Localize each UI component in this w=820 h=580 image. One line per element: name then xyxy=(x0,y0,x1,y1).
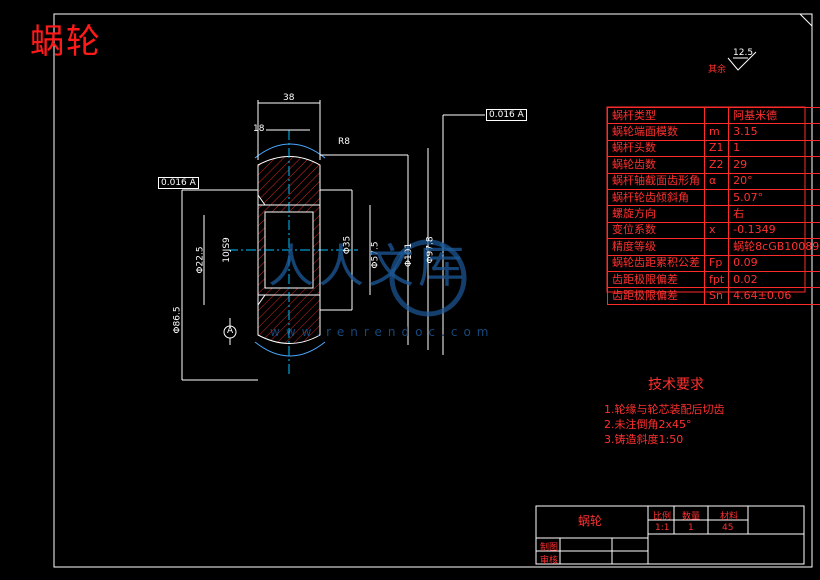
parameter-name: 螺旋方向 xyxy=(607,205,705,223)
parameter-name: 精度等级 xyxy=(607,238,705,256)
roughness-label: 其余 xyxy=(708,65,727,75)
parameter-name: 蜗轮齿距累积公差 xyxy=(607,254,705,272)
parameter-symbol xyxy=(703,106,730,125)
parameter-symbol xyxy=(703,188,730,207)
parameter-value: 右 xyxy=(728,205,820,223)
parameter-name: 蜗杆头数 xyxy=(607,139,705,158)
parameter-symbol: Sn xyxy=(703,287,730,305)
tb-row-draw: 制图 xyxy=(540,543,559,553)
parameter-value: 0.09 xyxy=(728,254,820,272)
parameter-name: 蜗杆轮齿倾斜角 xyxy=(607,188,705,207)
tb-value-scale: 1:1 xyxy=(655,523,670,533)
parameter-value: 5.07° xyxy=(728,188,820,207)
parameter-name: 蜗杆类型 xyxy=(607,106,705,125)
parameter-row: 蜗杆类型 阿基米德 xyxy=(607,106,820,125)
parameter-symbol: m xyxy=(703,123,730,141)
dim-base-dia: Φ86.5 xyxy=(172,306,183,334)
tech-req-item-1: 1.轮缘与轮芯装配后切齿 xyxy=(604,403,725,416)
parameter-symbol: Z2 xyxy=(703,156,730,174)
parameter-symbol xyxy=(703,205,730,223)
parameter-symbol xyxy=(703,238,730,256)
dim-left-dia: Φ22.5 xyxy=(195,246,206,274)
corner-mark xyxy=(799,13,813,27)
parameter-symbol: Z1 xyxy=(703,139,730,158)
watermark-url: www.renrendoc.com xyxy=(270,325,495,339)
parameter-name: 蜗杆轴截面齿形角 xyxy=(607,172,705,190)
tb-header-material: 材料 xyxy=(720,512,739,522)
parameter-row: 螺旋方向 右 xyxy=(607,205,820,223)
parameter-name: 齿距极限偏差 xyxy=(607,287,705,305)
parameter-value: -0.1349 xyxy=(728,221,820,240)
tech-req-item-3: 3.铸造斜度1:50 xyxy=(604,433,684,446)
parameter-value: 阿基米德 xyxy=(728,106,820,125)
tolerance-frame: 0.016 A xyxy=(158,177,199,189)
parameter-value: 29 xyxy=(728,156,820,174)
watermark-text: 人人文库 xyxy=(268,239,468,293)
runout-frame: 0.016 A xyxy=(486,109,527,121)
tech-req-item-2: 2.未注倒角2x45° xyxy=(604,418,692,431)
parameter-symbol: α xyxy=(703,172,730,190)
parameter-name: 蜗轮端面模数 xyxy=(607,123,705,141)
datum-label: A xyxy=(227,326,234,336)
parameter-value: 4.64±0.06 xyxy=(728,287,820,305)
worm-wheel-section xyxy=(181,100,485,381)
watermark-logo xyxy=(389,239,467,317)
parameter-symbol: Fp xyxy=(703,254,730,272)
parameter-name: 齿距极限偏差 xyxy=(607,270,705,289)
tb-value-qty: 1 xyxy=(688,523,694,533)
roughness-value: 12.5 xyxy=(733,48,754,58)
parameter-name: 蜗轮齿数 xyxy=(607,156,705,174)
parameter-value: 蜗轮8cGB10089 xyxy=(728,238,820,256)
parameter-symbol: fpt xyxy=(703,270,730,289)
title-block-part-name: 蜗轮 xyxy=(578,514,603,528)
roughness-symbol xyxy=(727,51,757,71)
tech-requirements-title: 技术要求 xyxy=(648,377,704,393)
tb-value-material: 45 xyxy=(722,523,734,533)
drawing-title: 蜗轮 xyxy=(30,22,102,62)
parameter-value: 20° xyxy=(728,172,820,190)
dim-chamfer: R8 xyxy=(338,137,350,147)
dim-keyway: 10JS9 xyxy=(221,237,232,263)
tb-row-review: 审核 xyxy=(540,556,559,566)
parameter-row: 精度等级 蜗轮8cGB10089 xyxy=(607,238,820,256)
tb-header-scale: 比例 xyxy=(653,512,672,522)
tb-header-qty: 数量 xyxy=(682,512,701,522)
parameter-name: 变位系数 xyxy=(607,221,705,240)
parameter-row: 蜗杆轮齿倾斜角 5.07° xyxy=(607,188,820,207)
title-block xyxy=(535,505,805,565)
parameter-value: 3.15 xyxy=(728,123,820,141)
parameter-symbol: x xyxy=(703,221,730,240)
parameter-value: 1 xyxy=(728,139,820,158)
parameter-value: 0.02 xyxy=(728,270,820,289)
dim-hub-width: 18 xyxy=(253,124,265,134)
dim-width-top: 38 xyxy=(283,93,295,103)
